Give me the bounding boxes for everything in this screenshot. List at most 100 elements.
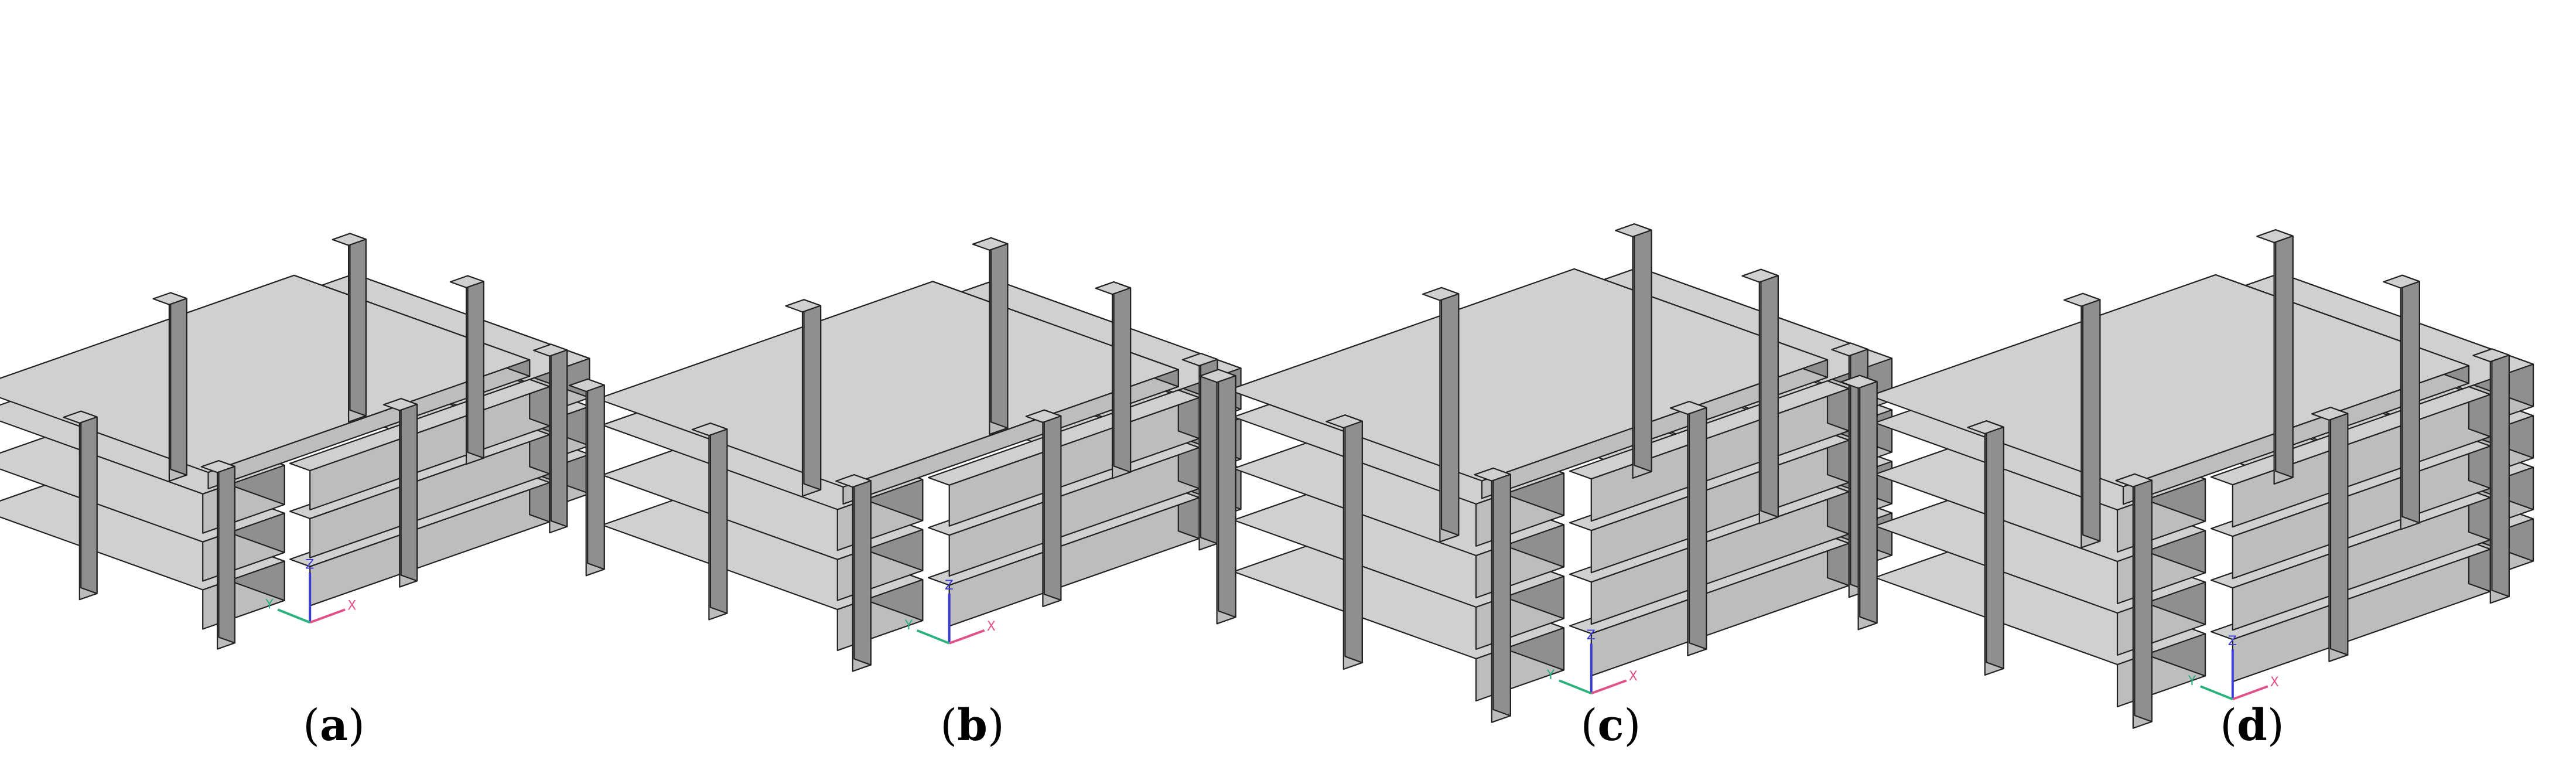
post-3-top-face xyxy=(1615,223,1652,237)
post-3-right-face xyxy=(1634,223,1652,472)
post-5-right-face xyxy=(709,422,728,614)
post-6-top-face xyxy=(2383,274,2420,289)
slab-front-right-0 xyxy=(289,475,551,607)
post-7-right-face xyxy=(1043,409,1062,601)
post-1-right-face xyxy=(2491,348,2510,598)
top-plate-top-face xyxy=(1228,268,1829,482)
post-2 xyxy=(1840,374,1878,631)
x-axis-line xyxy=(2232,685,2268,701)
post-4 xyxy=(152,292,187,482)
post-4-top-face xyxy=(2063,292,2101,307)
slab-front-right-1 xyxy=(2210,489,2491,631)
post-2-right-face xyxy=(1218,369,1236,618)
caption-b: (b) xyxy=(940,700,1005,751)
assembly-b: Z X Y xyxy=(568,237,1242,672)
z-axis-label: Z xyxy=(305,557,314,572)
y-axis-line xyxy=(2200,685,2233,701)
post-0 xyxy=(2115,473,2153,729)
post-1-top-face xyxy=(532,343,568,357)
post-2-top-face xyxy=(568,378,605,393)
caption-c: (c) xyxy=(1580,700,1641,751)
x-axis-label: X xyxy=(987,619,996,634)
post-7 xyxy=(1669,400,1707,656)
post-3 xyxy=(972,237,1009,435)
post-2-right-face xyxy=(1859,374,1878,624)
post-0 xyxy=(1474,467,1511,723)
post-5 xyxy=(691,422,728,621)
post-1-top-face xyxy=(1831,342,1868,357)
post-4-right-face xyxy=(1440,287,1460,536)
z-axis-label: Z xyxy=(945,578,954,593)
axis-triad-a: ZXY xyxy=(265,557,356,624)
post-3 xyxy=(2256,229,2294,485)
post-5-right-face xyxy=(1344,414,1363,663)
post-7 xyxy=(1025,409,1062,608)
post-4 xyxy=(2063,292,2101,548)
post-6-top-face xyxy=(1741,268,1779,283)
post-7-top-face xyxy=(2311,406,2349,421)
axis-triad-d: Z X Y xyxy=(2188,634,2279,701)
post-6-top-face xyxy=(449,275,485,288)
assembly-d: Z X Y xyxy=(1840,229,2534,729)
post-5 xyxy=(1325,414,1363,670)
axis-triad-c: Z X Y xyxy=(1546,628,1638,695)
caption-d: (d) xyxy=(2220,700,2284,751)
x-axis-line xyxy=(309,608,346,624)
z-axis-label: Z xyxy=(2228,634,2237,649)
x-axis-label: X xyxy=(1629,669,1638,684)
post-1-top-face xyxy=(2472,348,2510,363)
x-axis-line xyxy=(949,629,985,645)
post-1-right-face xyxy=(550,343,568,527)
post-1 xyxy=(532,343,568,534)
post-0-top-face xyxy=(200,459,235,473)
post-3-top-face xyxy=(972,237,1009,251)
post-4-top-face xyxy=(152,292,187,305)
post-0-top-face xyxy=(2115,473,2153,488)
caption-a: (a) xyxy=(303,700,365,751)
post-4 xyxy=(785,299,822,497)
post-2-right-face xyxy=(587,378,605,570)
post-4 xyxy=(1422,287,1460,543)
post-4-right-face xyxy=(803,299,822,490)
post-6-right-face xyxy=(467,275,485,459)
y-axis-line xyxy=(916,629,950,645)
y-axis-label: Y xyxy=(904,618,913,633)
post-0-right-face xyxy=(1492,467,1511,717)
post-1 xyxy=(2472,348,2510,604)
x-axis-label: X xyxy=(2270,675,2279,690)
post-2-top-face xyxy=(1199,369,1236,383)
post-5-right-face xyxy=(1986,420,2004,669)
post-5 xyxy=(63,410,98,601)
axis-triad-b: Z X Y xyxy=(904,578,996,645)
post-6-right-face xyxy=(1760,268,1779,518)
post-3-right-face xyxy=(349,233,367,417)
y-axis-line xyxy=(277,608,310,624)
post-4-top-face xyxy=(1422,287,1460,301)
post-3-right-face xyxy=(2275,229,2294,478)
post-5 xyxy=(1967,420,2004,676)
post-4-top-face xyxy=(785,299,822,313)
y-axis-line xyxy=(1559,679,1592,695)
post-0-top-face xyxy=(835,473,872,488)
post-2 xyxy=(1199,369,1236,625)
post-3 xyxy=(1615,223,1652,479)
post-0 xyxy=(835,473,872,672)
post-5-top-face xyxy=(63,410,98,424)
post-3-right-face xyxy=(990,237,1009,429)
post-7-right-face xyxy=(2329,406,2349,656)
post-5-right-face xyxy=(80,410,98,594)
z-axis-label: Z xyxy=(1587,628,1596,643)
post-0-right-face xyxy=(218,459,235,644)
post-3-top-face xyxy=(2256,229,2294,243)
post-4-right-face xyxy=(2082,292,2101,542)
post-6 xyxy=(1095,281,1132,479)
y-axis-label: Y xyxy=(265,597,274,612)
top-plate-top-face xyxy=(1869,274,2470,488)
x-axis-line xyxy=(1591,679,1627,695)
post-3 xyxy=(332,233,367,423)
y-axis-label: Y xyxy=(2188,674,2196,689)
y-axis-label: Y xyxy=(1546,668,1555,683)
post-4-right-face xyxy=(170,292,187,476)
post-6 xyxy=(1741,268,1779,524)
slab-front-right-1 xyxy=(927,439,1200,577)
